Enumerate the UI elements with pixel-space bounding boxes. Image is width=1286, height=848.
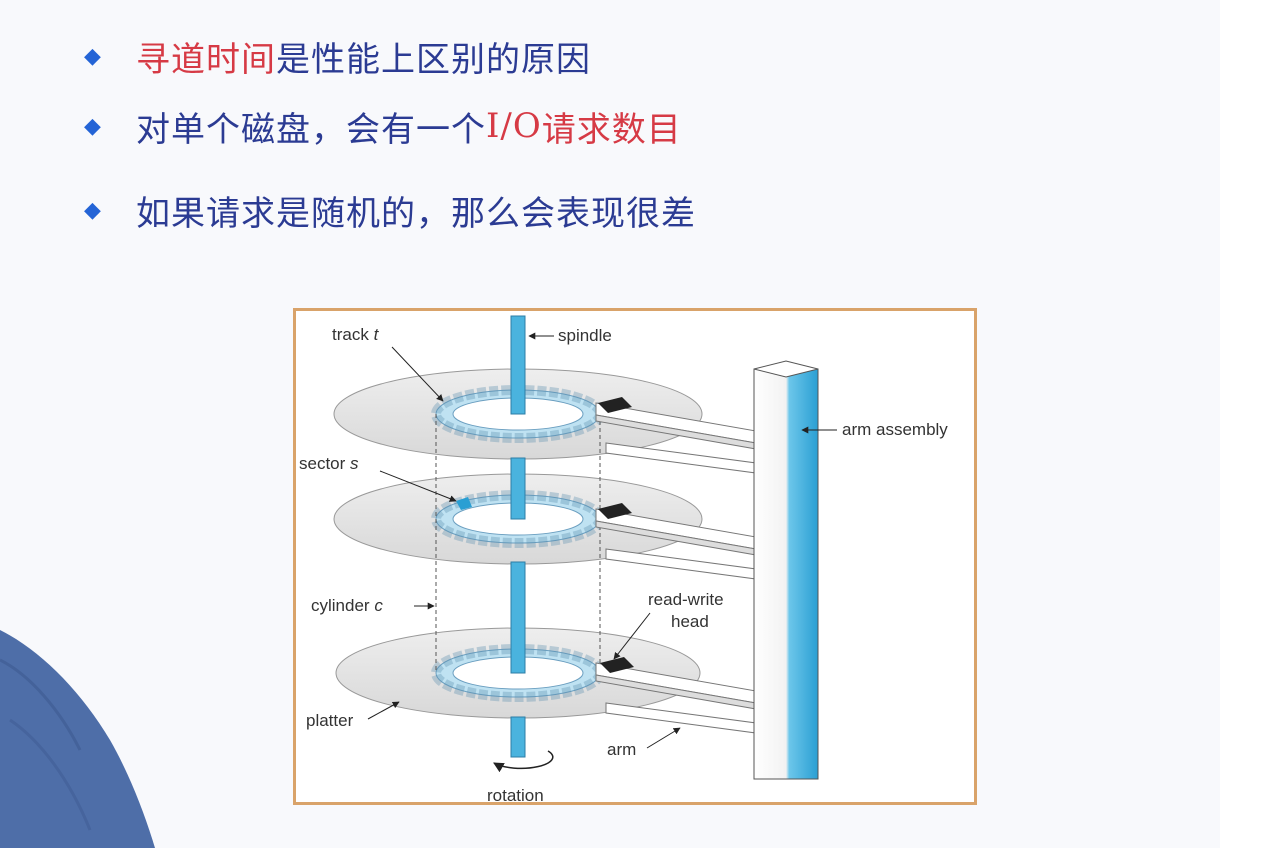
label-arm-assembly: arm assembly [842, 420, 948, 439]
arm-assembly-column [753, 360, 819, 780]
label-read-write: read-write [648, 590, 724, 609]
label-head: head [671, 612, 709, 631]
label-arm: arm [607, 740, 636, 759]
bullet-io-term: I/O [486, 106, 542, 146]
slide-right-margin [1220, 0, 1286, 848]
label-platter: platter [306, 711, 354, 730]
disk-diagram: track t spindle arm assembly sector s cy… [299, 315, 948, 802]
bullet-text: 是性能上区别的原因 [276, 39, 591, 80]
bullet-item-random-requests: ◆ 如果请求是随机的，那么会表现很差 [78, 168, 696, 252]
label-cylinder: cylinder c [311, 596, 383, 615]
bullet-text: 如果请求是随机的，那么会表现很差 [136, 193, 696, 234]
label-rotation: rotation [487, 786, 544, 802]
cylinder-outline [435, 414, 601, 673]
spindle-shaft [510, 315, 526, 758]
label-spindle: spindle [558, 326, 612, 345]
bullet-item-seek-time: ◆ 寻道时间是性能上区别的原因 [78, 28, 696, 84]
diamond-bullet-icon: ◆ [84, 197, 102, 223]
bullet-highlight: 请求数目 [541, 109, 682, 150]
highlighted-sector [456, 497, 472, 510]
bullet-text: 对单个磁盘，会有一个 [136, 109, 486, 150]
label-track: track t [332, 325, 380, 344]
diamond-bullet-icon: ◆ [84, 43, 102, 69]
read-write-heads [598, 397, 634, 673]
bullet-highlight: 寻道时间 [136, 39, 276, 80]
label-sector: sector s [299, 454, 359, 473]
disk-diagram-frame: track t spindle arm assembly sector s cy… [293, 308, 977, 805]
presenter-shoulder [0, 630, 155, 848]
diamond-bullet-icon: ◆ [84, 113, 102, 139]
rotation-arrow [493, 750, 554, 773]
arms [595, 402, 757, 734]
